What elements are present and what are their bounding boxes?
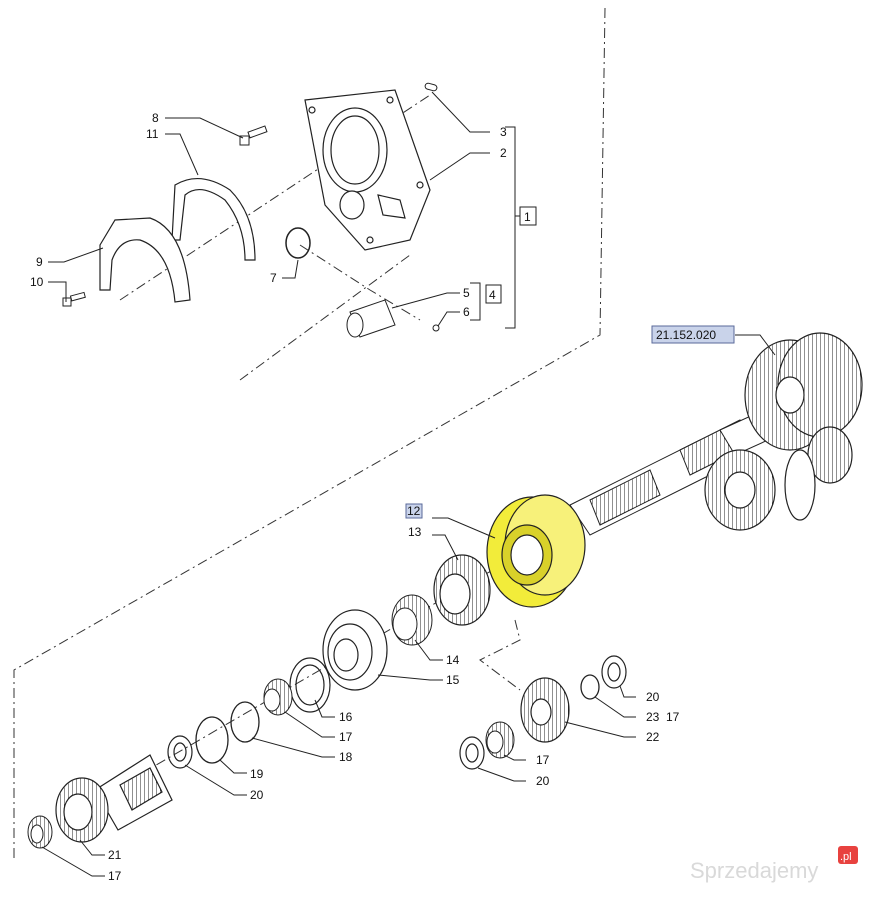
washer-icon [289,657,331,713]
part-labels: 1 2 3 4 5 6 7 8 9 10 11 12 13 14 15 16 1… [30,111,680,883]
bushing-icon [346,299,440,338]
reference-tag[interactable]: 21.152.020 [651,325,735,344]
part-label: 2 [500,146,507,160]
part-label: 21 [108,848,122,862]
shaft-icon [55,754,173,843]
part-label: 15 [446,673,460,687]
snap-ring-icon [285,227,311,259]
bolt-icon [62,291,86,307]
housing-cover-icon [304,89,431,251]
part-label: 17 [108,869,122,883]
part-label: 11 [146,127,159,141]
gear-icon [433,554,491,626]
part-label: 9 [36,255,43,269]
part-label: 19 [250,767,264,781]
part-label: 14 [446,653,460,667]
part-label: 6 [463,305,470,319]
bearing-icon [27,815,53,849]
watermark: Sprzedajemy .pl [690,846,858,883]
part-label: 13 [408,525,422,539]
watermark-badge [838,846,858,864]
part-label: 20 [646,690,660,704]
watermark-text: Sprzedajemy [690,858,818,883]
part-label: 16 [339,710,353,724]
gear-icon [520,677,570,743]
highlighted-gear-icon [486,494,586,608]
part-label: 23 [646,710,660,724]
part-label: 5 [463,286,470,300]
bearing-icon [391,594,433,646]
part-label: 1 [524,210,531,224]
part-label: 17 [666,710,680,724]
bearing-icon [263,678,293,716]
snap-ring-icon [195,701,260,764]
part-label: 10 [30,275,44,289]
group-bracket [470,126,537,329]
watermark-suffix: .pl [840,851,852,863]
reference-tag-label[interactable]: 21.152.020 [656,328,716,342]
washer-icon [167,735,193,769]
part-label: 3 [500,125,507,139]
part-label: 7 [270,271,277,285]
highlight-box [405,503,423,519]
part-label: 4 [489,288,496,302]
part-label: 20 [250,788,264,802]
bolt-icon [239,125,268,146]
highlighted-part-label: 12 [407,504,421,518]
gear-cluster-icon [704,332,863,531]
part-label: 20 [536,774,550,788]
half-ring-shim-icon [99,178,256,303]
bearing-icon [485,721,515,759]
part-label: 22 [646,730,660,744]
washer-icon [459,655,627,770]
part-label: 17 [536,753,550,767]
part-label: 8 [152,111,159,125]
part-label: 18 [339,750,353,764]
dowel-pin-icon [424,82,438,92]
part-label: 17 [339,730,353,744]
snap-ring-icon [580,674,600,700]
bearing-icon [322,609,388,691]
leader-lines [41,91,776,877]
